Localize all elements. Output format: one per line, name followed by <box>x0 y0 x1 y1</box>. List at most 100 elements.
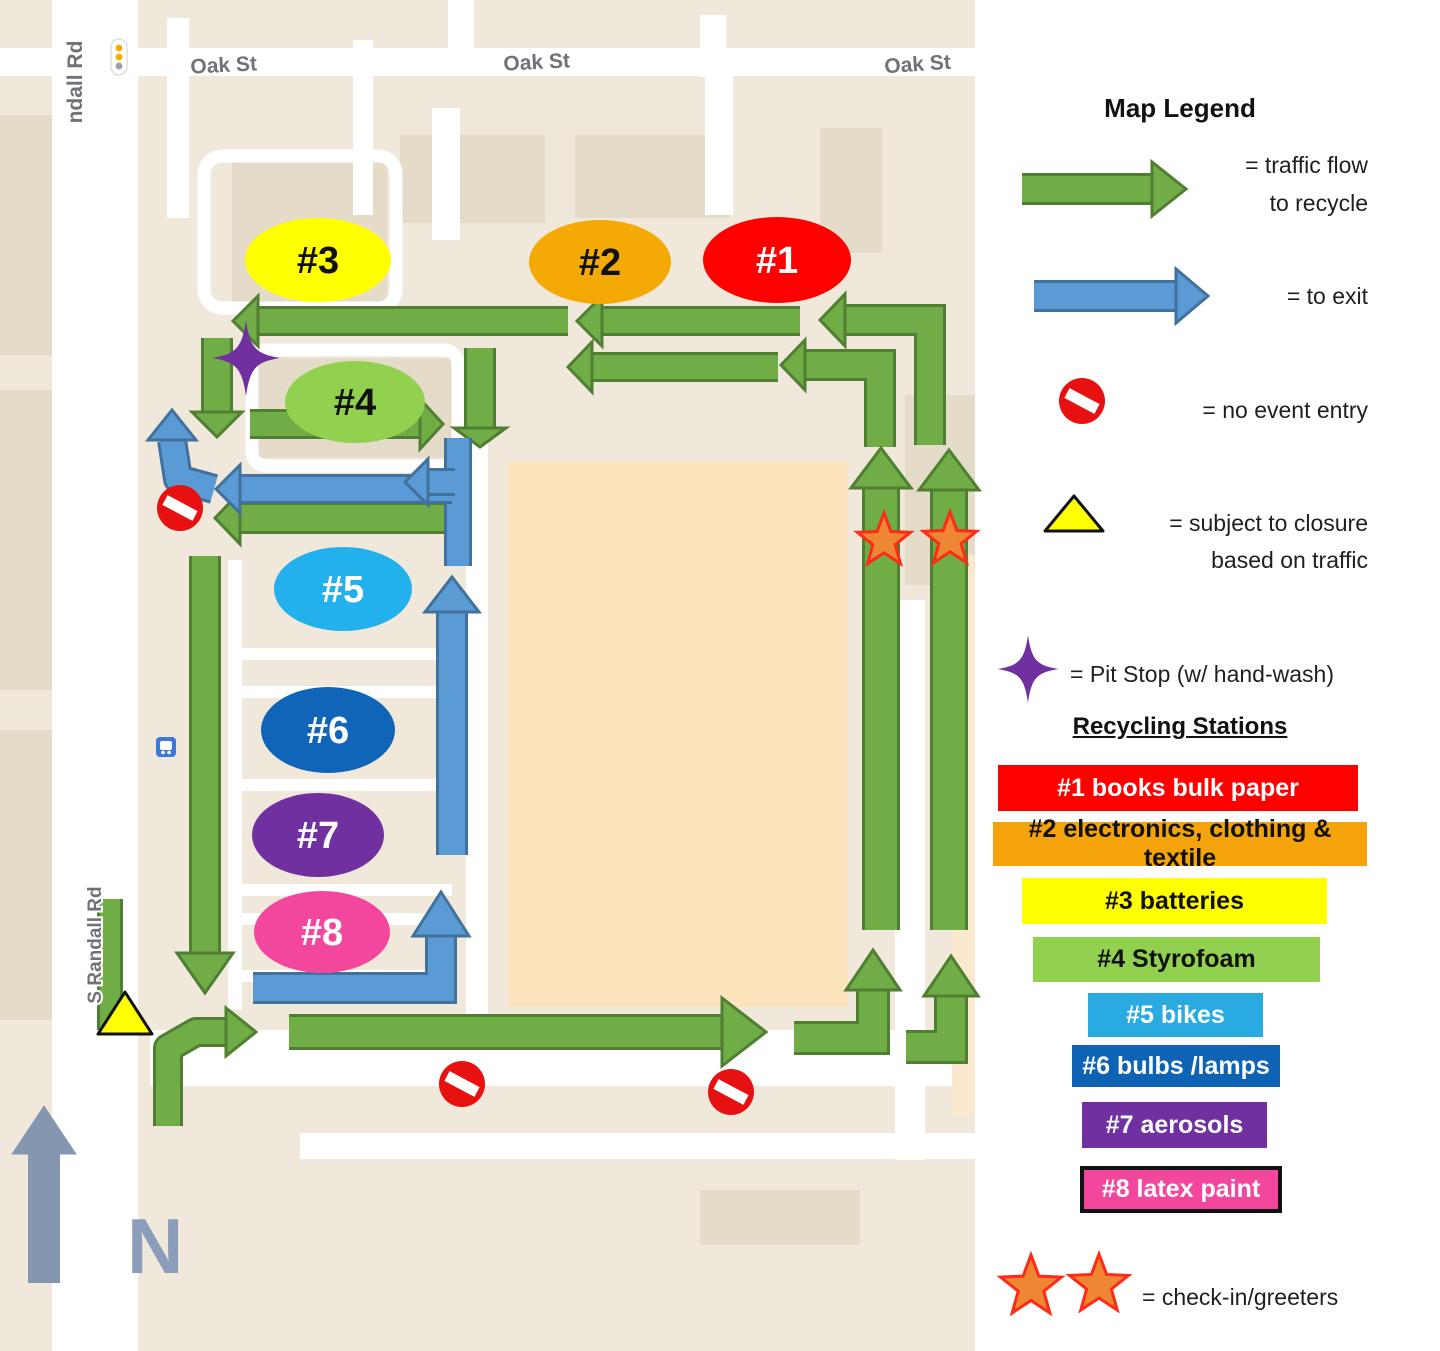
no-entry-sign-slash <box>162 495 198 521</box>
legend-no-entry-label: = no event entry <box>1202 397 1368 423</box>
legend-station-7: #7 aerosols <box>1082 1102 1267 1148</box>
blue-flow-arrow-head <box>144 407 200 442</box>
green-flow-arrow-head <box>720 994 769 1070</box>
no-entry-sign-slash <box>713 1079 749 1105</box>
station-label-4: #4 <box>334 382 376 424</box>
blue-flow-arrow-head <box>213 461 242 517</box>
station-label-2: #2 <box>579 242 621 284</box>
blue-flow-arrow-head <box>421 574 483 614</box>
north-arrow-head <box>11 1105 77 1155</box>
road <box>230 884 452 896</box>
check-in-star <box>919 507 981 567</box>
north-letter: N <box>127 1202 183 1290</box>
legend-station-8: #8 latex paint <box>1080 1166 1282 1213</box>
no-entry-sign-slash <box>444 1071 480 1097</box>
station-label-1: #1 <box>756 240 798 282</box>
station-marker-6 <box>261 687 395 773</box>
green-flow-arrow-head <box>843 947 903 992</box>
bus-stop-glyph <box>160 741 172 750</box>
legend-closure-label-2: based on traffic <box>1211 547 1368 573</box>
store-building <box>508 462 848 1007</box>
street-label: Oak St <box>884 51 952 79</box>
green-flow-arrow <box>906 996 965 1061</box>
city-block <box>400 135 545 223</box>
station-label-7: #7 <box>297 815 339 857</box>
traffic-light-dot <box>115 53 123 61</box>
legend-no-entry-icon-slash <box>1064 388 1100 414</box>
station-marker-5 <box>274 547 412 631</box>
legend-pit-stop-label: = Pit Stop (w/ hand-wash) <box>1070 661 1334 687</box>
road <box>353 40 373 215</box>
road <box>230 779 452 791</box>
green-flow-arrow <box>794 990 887 1052</box>
road <box>700 15 726 77</box>
check-in-star <box>853 508 915 568</box>
station-marker-8 <box>254 891 390 973</box>
legend-pit-stop-icon <box>997 635 1059 703</box>
legend-closure-triangle-icon <box>1043 494 1105 533</box>
green-flow-arrow-head <box>418 395 446 453</box>
legend-station-1: #1 books bulk paper <box>998 765 1358 811</box>
legend-traffic-flow-label-2: to recycle <box>1269 190 1368 216</box>
legend-check-in-star-icon <box>1065 1249 1133 1314</box>
legend-station-3: #3 batteries <box>1022 878 1327 924</box>
road <box>705 75 733 215</box>
green-flow-arrow <box>845 307 943 445</box>
legend-station-2: #2 electronics, clothing & textile <box>993 815 1367 872</box>
road <box>466 430 488 1015</box>
street-label: Oak St <box>503 49 571 75</box>
legend-traffic-flow-arrow-icon-head <box>1150 158 1189 220</box>
road <box>230 648 452 660</box>
green-flow-arrow-head <box>565 338 594 396</box>
road <box>300 1133 975 1159</box>
green-flow-arrow-head <box>778 336 807 394</box>
traffic-light-dot <box>115 44 123 52</box>
bus-stop-glyph <box>167 750 171 755</box>
legend-traffic-flow-label-1: = traffic flow <box>1245 152 1368 178</box>
station-marker-3 <box>245 218 391 302</box>
green-flow-arrow-head <box>449 426 511 449</box>
blue-flow-arrow <box>160 438 218 501</box>
station-label-6: #6 <box>307 710 349 752</box>
green-flow-arrow-head <box>921 953 981 998</box>
station-marker-2 <box>529 220 671 304</box>
city-block <box>0 115 52 355</box>
blue-flow-arrow-head <box>410 889 472 938</box>
pit-stop-star <box>212 320 280 396</box>
road-loop <box>245 343 465 473</box>
legend-stations-title: Recycling Stations <box>1072 713 1288 740</box>
green-flow-arrow <box>805 352 893 447</box>
station-label-8: #8 <box>301 912 343 954</box>
road <box>52 0 138 1351</box>
street-label: ndall Rd <box>64 41 87 124</box>
city-block <box>700 1190 860 1245</box>
green-flow-arrow <box>156 1020 226 1126</box>
green-flow-arrow-head <box>916 447 982 492</box>
green-flow-arrow-head <box>188 410 246 440</box>
legend-station-5: #5 bikes <box>1088 993 1263 1037</box>
city-block <box>0 730 52 1020</box>
station-marker-4 <box>285 361 425 443</box>
station-marker-7 <box>252 793 384 877</box>
road <box>432 108 460 240</box>
blue-flow-arrow-head <box>402 455 430 509</box>
city-block <box>575 135 730 218</box>
station-marker-1 <box>703 217 851 303</box>
green-flow-arrow-head <box>848 445 914 490</box>
legend-exit-label: = to exit <box>1286 283 1368 309</box>
green-flow-arrow-head <box>224 1004 259 1060</box>
road <box>167 18 189 218</box>
legend-title: Map Legend <box>1104 93 1256 123</box>
traffic-light-dot <box>115 62 123 70</box>
city-block <box>0 390 52 690</box>
street-label: S Randall Rd <box>85 886 106 1003</box>
green-flow-arrow-head <box>574 292 604 350</box>
road <box>0 48 975 76</box>
legend-station-4: #4 Styrofoam <box>1033 937 1320 982</box>
blue-flow-arrow <box>253 936 454 1001</box>
station-label-5: #5 <box>322 569 364 611</box>
legend-checkin-label: = check-in/greeters <box>1142 1284 1339 1310</box>
station-label-3: #3 <box>297 240 339 282</box>
